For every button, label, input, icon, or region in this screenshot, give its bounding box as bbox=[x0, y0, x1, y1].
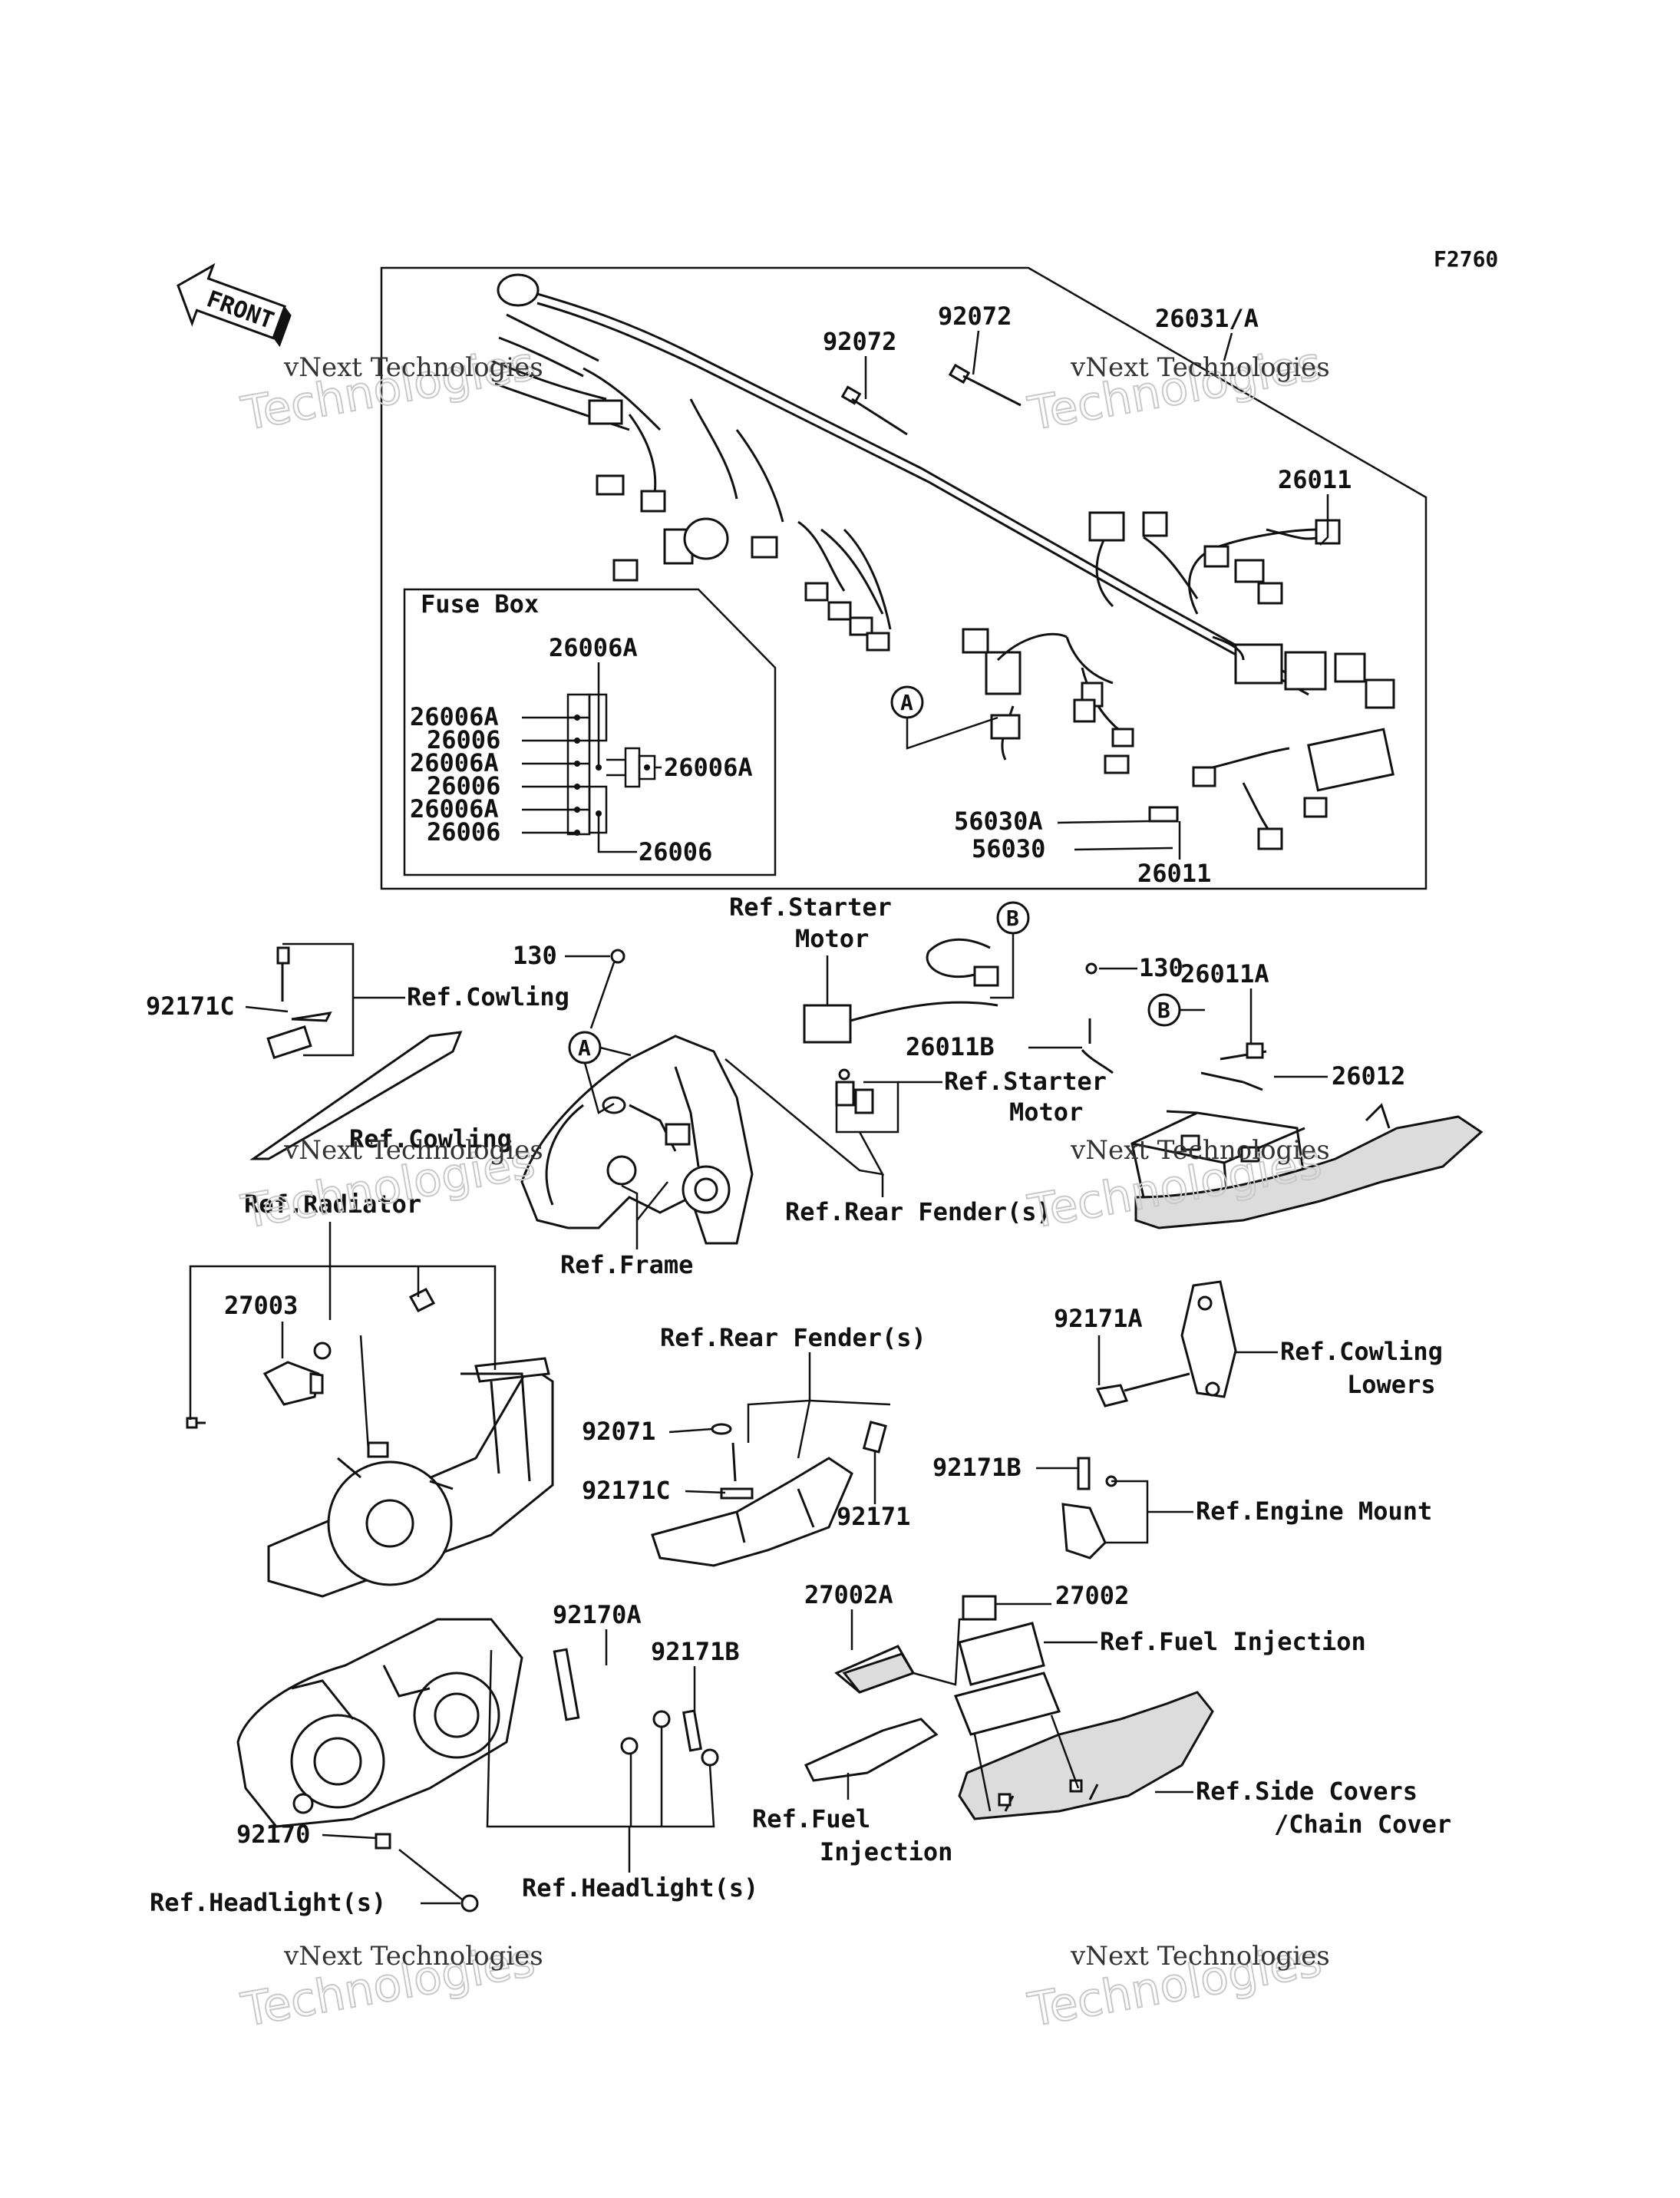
label-ref-side-covers-l2: /Chain Cover bbox=[1274, 1810, 1451, 1839]
label-27002A: 27002A bbox=[804, 1580, 893, 1609]
label-26011B: 26011B bbox=[906, 1032, 995, 1061]
radiator-assembly bbox=[186, 1288, 554, 1598]
label-92171: 92171 bbox=[837, 1502, 910, 1531]
label-ref-starter-1-l2: Motor bbox=[795, 924, 869, 953]
fuse-box-frame bbox=[403, 588, 777, 876]
label-92170: 92170 bbox=[236, 1820, 310, 1849]
svg-text:vNext Technologies: vNext Technologies bbox=[283, 352, 543, 383]
callout-a-harness-label: A bbox=[900, 690, 913, 715]
label-ref-fuel-injection-1: Ref.Fuel Injection bbox=[1100, 1627, 1366, 1656]
fuse-label-right: 26006A bbox=[664, 753, 753, 782]
label-92171B-b: 92171B bbox=[651, 1637, 740, 1666]
label-130-a: 130 bbox=[513, 941, 557, 970]
label-ref-headlight-1: Ref.Headlight(s) bbox=[150, 1888, 386, 1917]
callout-b-battery-label: B bbox=[1157, 998, 1170, 1023]
watermark-4: Technologies vNext Technologies bbox=[1023, 1134, 1330, 1240]
watermark-5: Technologies vNext Technologies bbox=[236, 1932, 543, 2038]
battery-assembly bbox=[1081, 1018, 1484, 1229]
watermark-3: Technologies vNext Technologies bbox=[236, 1134, 543, 1240]
relay-56030A bbox=[1148, 806, 1179, 823]
fuse-leader-lines bbox=[522, 715, 662, 853]
svg-text:vNext Technologies: vNext Technologies bbox=[1070, 1941, 1330, 1972]
label-ref-rear-fender-1: Ref.Rear Fender(s) bbox=[785, 1197, 1051, 1226]
watermark-6: Technologies vNext Technologies bbox=[1023, 1932, 1330, 2038]
watermark-2: Technologies vNext Technologies bbox=[1023, 336, 1330, 442]
label-92072-a: 92072 bbox=[823, 327, 896, 356]
cable-tie-92072-b bbox=[948, 363, 1022, 407]
label-ref-frame: Ref.Frame bbox=[560, 1250, 693, 1279]
label-ref-headlight-2: Ref.Headlight(s) bbox=[522, 1873, 758, 1903]
callout-b-top-label: B bbox=[1006, 906, 1019, 931]
headlight-bracket bbox=[236, 1618, 719, 1913]
label-ref-cowling-lowers-l1: Ref.Cowling bbox=[1280, 1337, 1443, 1366]
fuse-label-left-5: 26006A bbox=[410, 794, 499, 823]
cable-tie-92072-a bbox=[840, 385, 908, 436]
label-56030A: 56030A bbox=[954, 807, 1043, 836]
label-92171C-b: 92171C bbox=[582, 1476, 671, 1505]
fuse-label-left-1: 26006A bbox=[410, 702, 499, 731]
label-26031A: 26031/A bbox=[1155, 304, 1259, 333]
main-wiring-harness bbox=[490, 273, 1395, 850]
label-26011A: 26011A bbox=[1180, 959, 1269, 988]
harness-frame bbox=[380, 266, 1428, 890]
label-130-b: 130 bbox=[1139, 953, 1183, 982]
label-ref-side-covers-l1: Ref.Side Covers bbox=[1196, 1777, 1418, 1806]
label-92171C-a: 92171C bbox=[146, 992, 235, 1021]
engine-mount-bracket bbox=[1061, 1457, 1117, 1559]
label-ref-cowling-2: Ref.Cowling bbox=[349, 1124, 512, 1153]
label-ref-starter-2-l1: Ref.Starter bbox=[944, 1067, 1107, 1096]
front-arrow-icon: FRONT bbox=[177, 262, 292, 348]
ecu-assembly bbox=[804, 1595, 1214, 1820]
svg-text:vNext Technologies: vNext Technologies bbox=[283, 1135, 543, 1166]
label-92170A: 92170A bbox=[553, 1600, 642, 1629]
label-27002: 27002 bbox=[1055, 1581, 1129, 1610]
label-26011-bottom: 26011 bbox=[1137, 859, 1211, 888]
label-ref-cowling-lowers-l2: Lowers bbox=[1347, 1370, 1436, 1399]
svg-text:vNext Technologies: vNext Technologies bbox=[283, 1941, 543, 1972]
label-92171B-a: 92171B bbox=[932, 1453, 1022, 1482]
label-56030: 56030 bbox=[972, 834, 1045, 863]
label-92071: 92071 bbox=[582, 1417, 655, 1446]
label-ref-cowling-1: Ref.Cowling bbox=[407, 982, 569, 1012]
label-92072-b: 92072 bbox=[938, 302, 1012, 331]
label-ref-engine-mount: Ref.Engine Mount bbox=[1196, 1497, 1432, 1526]
frame-assembly bbox=[520, 1035, 754, 1245]
label-ref-fuel-injection-2-l1: Ref.Fuel bbox=[752, 1804, 870, 1833]
label-26011-top: 26011 bbox=[1278, 465, 1352, 494]
label-ref-radiator: Ref.Radiator bbox=[244, 1190, 421, 1219]
cowling-lowers-bracket bbox=[1095, 1280, 1237, 1408]
label-ref-rear-fender-2: Ref.Rear Fender(s) bbox=[660, 1323, 926, 1352]
fuse-label-left-4: 26006 bbox=[427, 771, 500, 800]
svg-text:vNext Technologies: vNext Technologies bbox=[1070, 352, 1330, 383]
label-92171A: 92171A bbox=[1054, 1304, 1143, 1333]
label-ref-fuel-injection-2-l2: Injection bbox=[820, 1837, 952, 1866]
fuse-label-top: 26006A bbox=[549, 633, 638, 662]
callout-a-frame-label: A bbox=[578, 1035, 591, 1061]
fuse-label-left-2: 26006 bbox=[427, 725, 500, 754]
label-ref-starter-2-l2: Motor bbox=[1009, 1097, 1083, 1127]
starter-relay bbox=[803, 938, 999, 1114]
fuse-label-left-6: 26006 bbox=[427, 817, 500, 847]
svg-text:vNext Technologies: vNext Technologies bbox=[1070, 1135, 1330, 1166]
fuse-label-bottom: 26006 bbox=[639, 837, 712, 866]
figure-code: F2760 bbox=[1434, 246, 1498, 272]
fuse-box-graphic bbox=[566, 693, 656, 836]
watermark-1: Technologies vNext Technologies bbox=[236, 336, 543, 442]
rear-fender-bracket bbox=[651, 1421, 887, 1567]
cowling-bracket bbox=[249, 946, 463, 1160]
fuse-box-title: Fuse Box bbox=[421, 589, 539, 619]
label-27003: 27003 bbox=[224, 1291, 298, 1320]
label-26012: 26012 bbox=[1332, 1061, 1405, 1091]
fuse-label-left-3: 26006A bbox=[410, 748, 499, 777]
label-ref-starter-1-l1: Ref.Starter bbox=[729, 893, 892, 922]
